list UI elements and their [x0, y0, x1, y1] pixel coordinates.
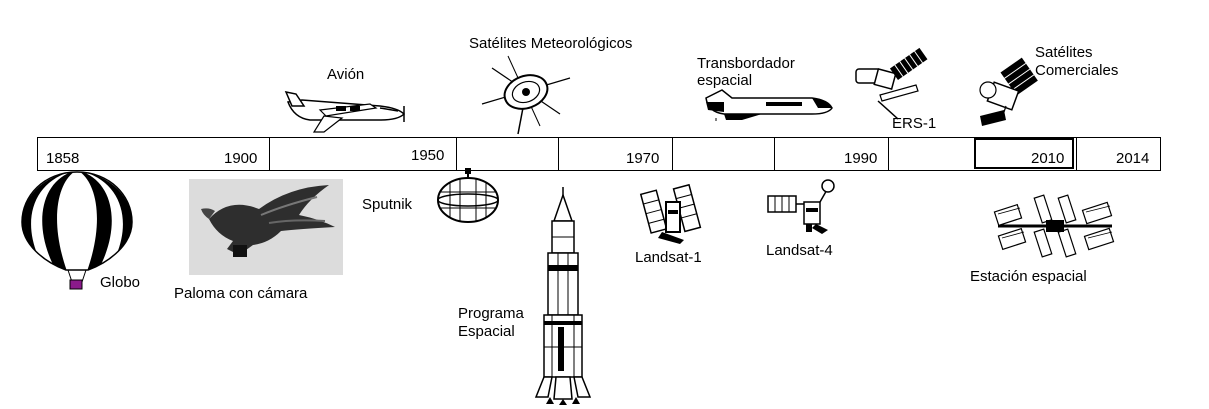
timeline-divider — [888, 138, 889, 170]
year-label: 1900 — [224, 150, 258, 167]
label-satelites-comerciales: Satélites — [1035, 44, 1093, 61]
landsat1-satellite-icon — [639, 183, 702, 244]
pigeon-camera-photo — [189, 179, 343, 275]
timeline-highlight-box — [974, 138, 1074, 169]
label-estacion-espacial: Estación espacial — [970, 268, 1087, 285]
space-station-icon — [993, 194, 1115, 258]
timeline-divider — [1076, 138, 1077, 170]
timeline-divider — [672, 138, 673, 170]
label-landsat4: Landsat-4 — [766, 242, 833, 259]
label-programa-2: Espacial — [458, 323, 515, 340]
year-label: 1858 — [46, 150, 80, 167]
weather-satellite-icon — [481, 55, 571, 135]
label-ers1: ERS-1 — [892, 115, 937, 132]
sputnik-icon — [437, 168, 499, 223]
airplane-icon — [284, 90, 406, 133]
label-transbordador: Transbordador — [697, 55, 795, 72]
timeline-bar: 1858 1900 1950 1970 1990 2010 2014 — [37, 137, 1161, 171]
label-sputnik: Sputnik — [362, 196, 413, 213]
label-satelites-comerciales-2: Comerciales — [1035, 62, 1119, 79]
landsat4-satellite-icon — [767, 179, 835, 234]
year-label: 1950 — [411, 147, 445, 164]
label-landsat1: Landsat-1 — [635, 249, 702, 266]
label-avion: Avión — [327, 66, 365, 83]
label-satelites-meteorologicos: Satélites Meteorológicos — [469, 35, 633, 52]
ers1-satellite-icon — [855, 47, 928, 120]
rocket-icon — [534, 187, 592, 405]
label-transbordador-2: espacial — [697, 72, 753, 89]
timeline-divider — [558, 138, 559, 170]
commercial-satellite-icon — [979, 57, 1038, 126]
timeline-divider — [774, 138, 775, 170]
label-programa: Programa — [458, 305, 524, 322]
label-globo: Globo — [100, 274, 141, 291]
label-paloma: Paloma con cámara — [174, 285, 308, 302]
year-label: 1970 — [626, 150, 660, 167]
timeline-divider — [269, 138, 270, 170]
year-label: 2010 — [1031, 150, 1065, 167]
year-label: 1990 — [844, 150, 878, 167]
timeline-divider — [456, 138, 457, 170]
balloon-icon — [21, 171, 133, 290]
space-shuttle-icon — [705, 89, 833, 121]
year-label: 2014 — [1116, 150, 1150, 167]
